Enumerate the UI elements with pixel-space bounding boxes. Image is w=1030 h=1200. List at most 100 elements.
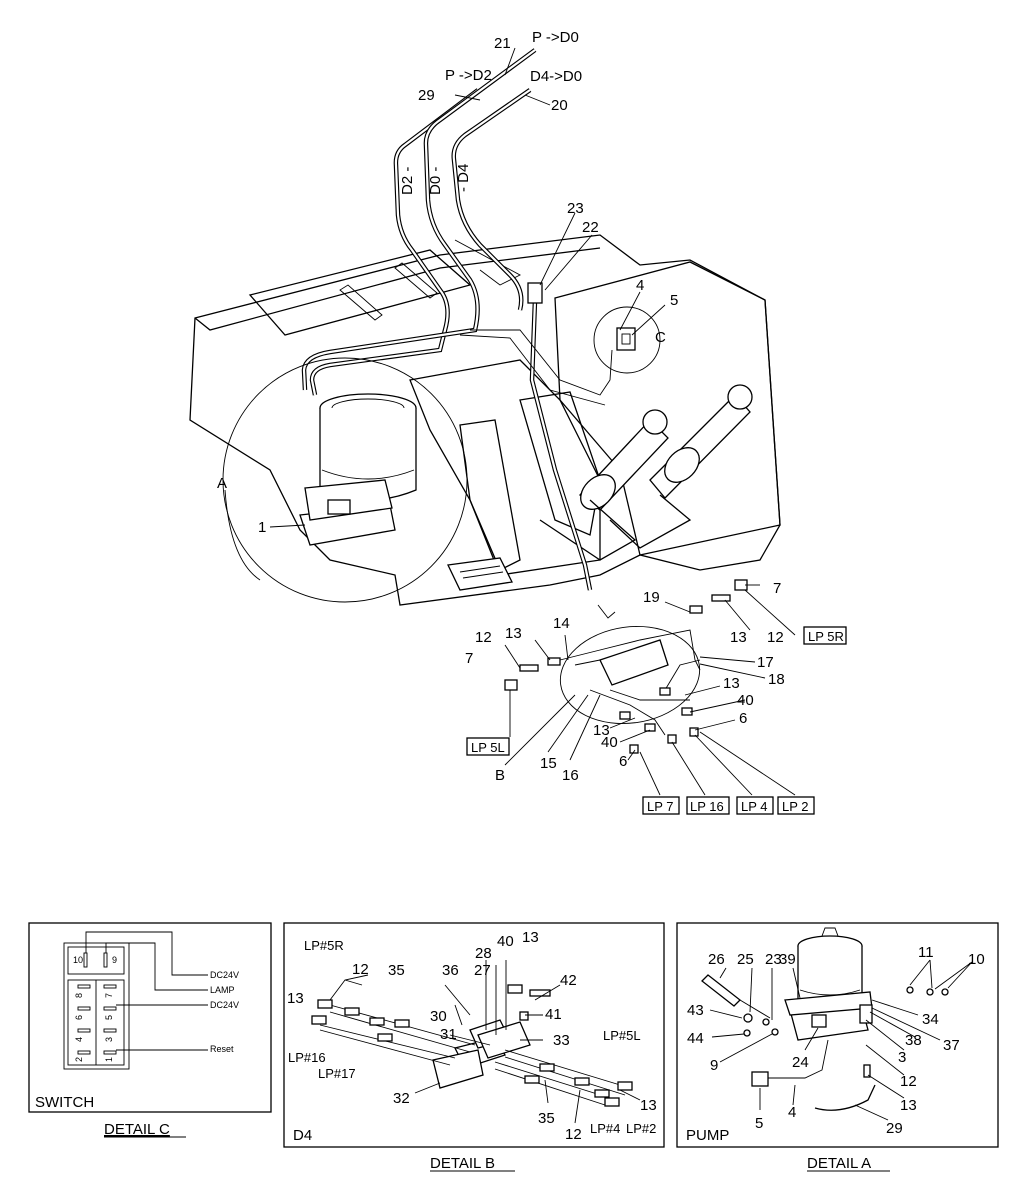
lp-label: LP 4 — [741, 799, 768, 814]
lp-label: LP 5L — [471, 740, 505, 755]
detail-c-panel: 10 9 8 7 6 5 4 3 2 1 DC24V LAMP DC24V Re… — [28, 922, 272, 1113]
callout: 11 — [918, 944, 934, 961]
callout: A — [217, 475, 227, 492]
callout: 13 — [900, 1097, 917, 1114]
port-label: LP#5R — [304, 938, 344, 953]
callout: 13 — [730, 629, 747, 646]
callout: 13 — [505, 625, 522, 642]
callout: 40 — [737, 692, 754, 709]
callout: 40 — [497, 933, 514, 950]
lube-pipes — [301, 48, 616, 619]
callout: 4 — [636, 277, 644, 294]
callout: 12 — [900, 1073, 917, 1090]
terminal-label: 5 — [104, 1015, 114, 1020]
detail-caption: DETAIL A — [807, 1155, 871, 1172]
callout: 12 — [475, 629, 492, 646]
callout: 3 — [898, 1049, 906, 1066]
callout: 5 — [755, 1115, 763, 1132]
callout: 35 — [538, 1110, 555, 1127]
callout: 15 — [540, 755, 557, 772]
detail-name: PUMP — [686, 1127, 729, 1144]
wire-label: DC24V — [210, 1000, 239, 1010]
callout: 1 — [258, 519, 266, 536]
terminal-label: 10 — [73, 955, 83, 965]
port-label: LP#4 — [590, 1121, 620, 1136]
distributor-manifold — [504, 579, 748, 754]
terminal-label: 8 — [74, 993, 84, 998]
callout: 31 — [440, 1026, 457, 1043]
callout: 26 — [708, 951, 725, 968]
callout: 6 — [619, 753, 627, 770]
terminal-label: 4 — [74, 1037, 84, 1042]
pump-assembly — [222, 357, 468, 603]
callout: 4 — [788, 1104, 796, 1121]
pipe-label: D0 - — [427, 167, 444, 195]
callout: 18 — [768, 671, 785, 688]
callout: 36 — [442, 962, 459, 979]
callout: 28 — [475, 945, 492, 962]
callout: 40 — [601, 734, 618, 751]
machine-body — [189, 234, 781, 606]
callout: 7 — [773, 580, 781, 597]
callout: 12 — [352, 961, 369, 978]
callout: 13 — [640, 1097, 657, 1114]
terminal-label: 2 — [74, 1057, 84, 1062]
switch-terminals — [77, 952, 117, 1055]
callout: 39 — [779, 951, 796, 968]
callout: 41 — [545, 1006, 562, 1023]
callout: 25 — [737, 951, 754, 968]
route-label: D4->D0 — [530, 68, 582, 85]
callout: B — [495, 767, 505, 784]
detail-name: SWITCH — [35, 1094, 94, 1111]
callout: 43 — [687, 1002, 704, 1019]
port-label: LP#5L — [603, 1028, 641, 1043]
callout: 5 — [670, 292, 678, 309]
callout: 12 — [565, 1126, 582, 1143]
callout: 24 — [792, 1054, 809, 1071]
switch-box — [593, 306, 661, 374]
callout: 20 — [551, 97, 568, 114]
callout: 17 — [757, 654, 774, 671]
lp-label: LP 7 — [647, 799, 674, 814]
callout: 14 — [553, 615, 570, 632]
callout: 42 — [560, 972, 577, 989]
callout: 29 — [886, 1120, 903, 1137]
pipe-label: D2 - — [399, 167, 416, 195]
detail-name: D4 — [293, 1127, 312, 1144]
callout: 30 — [430, 1008, 447, 1025]
terminal-label: 7 — [104, 993, 114, 998]
leader-lines — [224, 47, 796, 796]
port-label: LP#17 — [318, 1066, 356, 1081]
callout: 6 — [739, 710, 747, 727]
callout: 35 — [388, 962, 405, 979]
pipe-label: - D4 — [455, 164, 472, 192]
callout: 16 — [562, 767, 579, 784]
callout: 38 — [905, 1032, 922, 1049]
callout: 12 — [767, 629, 784, 646]
detail-caption: DETAIL B — [430, 1155, 495, 1172]
route-label: P ->D0 — [532, 29, 579, 46]
wire-label: LAMP — [210, 985, 235, 995]
callout: 22 — [582, 219, 599, 236]
lp-box-labels: LP 5R LP 5L LP 7 LP 16 LP 4 LP 2 — [466, 626, 847, 815]
callout: 33 — [553, 1032, 570, 1049]
detail-a-panel — [676, 922, 999, 1148]
terminal-label: 3 — [104, 1037, 114, 1042]
lp-label: LP 5R — [808, 629, 844, 644]
callout: 13 — [593, 722, 610, 739]
callout: 9 — [710, 1057, 718, 1074]
port-label: LP#16 — [288, 1050, 326, 1065]
callout: 21 — [494, 35, 511, 52]
wire-label: Reset — [210, 1044, 234, 1054]
callout: C — [655, 329, 666, 346]
callout: 7 — [465, 650, 473, 667]
terminal-label: 9 — [112, 955, 117, 965]
callout: 23 — [765, 951, 782, 968]
detail-b-panel — [283, 922, 665, 1148]
wire-label: DC24V — [210, 970, 239, 980]
callout: 23 — [567, 200, 584, 217]
lp-label: LP 16 — [690, 799, 724, 814]
callout: 29 — [418, 87, 435, 104]
port-label: LP#2 — [626, 1121, 656, 1136]
